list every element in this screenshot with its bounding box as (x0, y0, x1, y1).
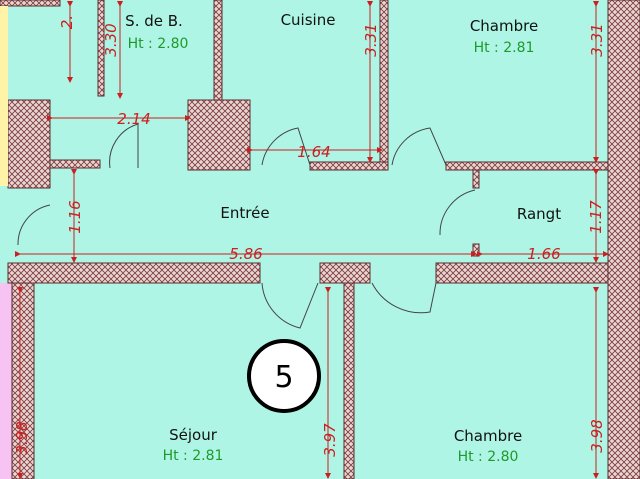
adjacent-unit-strip (0, 283, 12, 479)
room-name-chambre-bottom: Chambre (454, 427, 522, 445)
dim-sdb-depth: 3.30 (102, 23, 120, 56)
lot-number: 5 (274, 360, 293, 395)
room-height-chambre-top: Ht : 2.81 (474, 40, 535, 56)
dim-entree-length: 5.86 (229, 245, 262, 263)
dim-wc-width: 2. (58, 15, 76, 29)
room-name-sejour: Séjour (169, 426, 218, 444)
wall-sdb-kitchen-block (187, 99, 251, 171)
wall-entree-bottom-mid (319, 262, 371, 284)
wall-wc-top (0, 0, 61, 7)
door-entree-left (17, 204, 51, 246)
wall-wc-right (97, 0, 105, 97)
wall-wc-yellow (0, 6, 8, 186)
room-name-sdb: S. de B. (125, 12, 183, 30)
door-chambre-top (391, 127, 447, 166)
dim-chambre-bottom-depth: 3.98 (588, 419, 606, 452)
wall-entree-bottom-left (7, 262, 261, 284)
dim-sejour-depth-left: 3.98 (13, 421, 31, 454)
wall-sejour-chambre (343, 282, 355, 479)
room-height-sdb: Ht : 2.80 (128, 36, 189, 52)
room-name-cuisine: Cuisine (281, 11, 336, 29)
room-name-rangt: Rangt (517, 205, 561, 223)
dim-rangt-depth: 1.17 (587, 200, 605, 234)
dim-rangt-width: 1.66 (527, 245, 560, 263)
dim-cuisine-width: 1.64 (297, 143, 330, 161)
dim-sdb-width: 2.14 (117, 110, 150, 128)
door-chambre-bottom (371, 282, 437, 314)
room-height-sejour: Ht : 2.81 (163, 448, 224, 464)
wall-kitchen-bottom (309, 161, 389, 171)
lot-number-circle (247, 339, 321, 413)
wall-cuisine-right (379, 0, 389, 171)
room-name-entree: Entrée (220, 204, 269, 222)
dim-entree-left-depth: 1.16 (66, 200, 84, 233)
wall-sdb-right (213, 0, 223, 101)
wall-rangt-divider (472, 169, 480, 189)
door-sejour (261, 282, 319, 329)
room-height-chambre-bottom: Ht : 2.80 (458, 449, 519, 465)
dim-chambre-top-depth: 3.31 (588, 23, 606, 56)
wall-chambre-bottom (445, 161, 609, 171)
door-sdb (109, 123, 139, 169)
dim-cuisine-depth: 3.31 (362, 23, 380, 56)
wall-left-top-block (7, 99, 51, 189)
wall-entree-left-top (49, 159, 101, 169)
door-cuisine (261, 127, 311, 166)
wall-entree-bottom-right (435, 262, 609, 284)
wall-right-exterior (607, 0, 640, 479)
dim-sejour-depth-right: 3.97 (321, 423, 339, 457)
door-rangt (439, 189, 476, 236)
room-name-chambre-top: Chambre (470, 17, 538, 35)
